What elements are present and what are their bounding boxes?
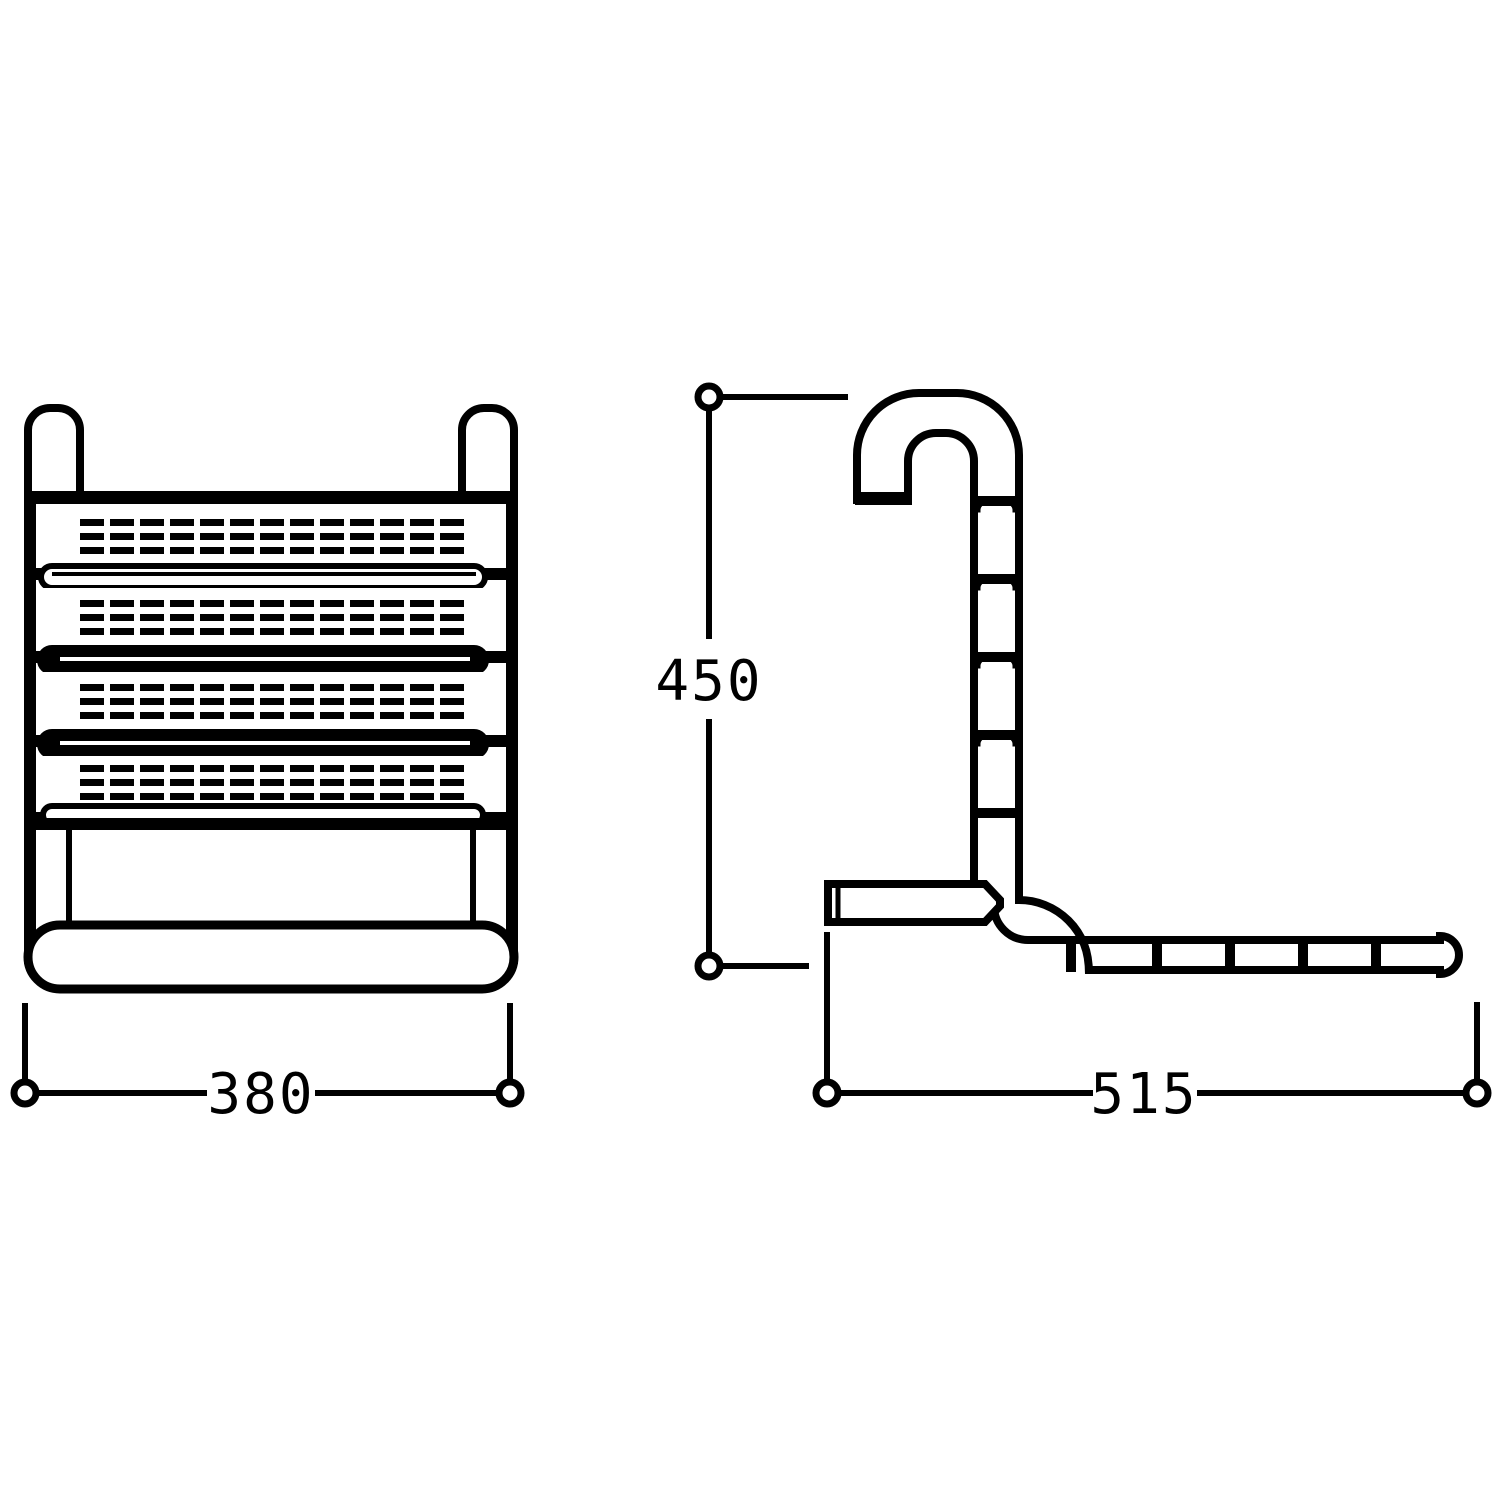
front-view-panel-3 — [36, 672, 506, 738]
perf-row — [80, 684, 464, 691]
side-view-hook-outer — [853, 389, 1023, 504]
perf-row — [80, 765, 464, 772]
column-rung — [974, 652, 1019, 662]
perf-row — [80, 628, 464, 635]
perf-row — [80, 712, 464, 719]
height-terminator-top — [694, 382, 724, 412]
arm-segment-divider — [1298, 938, 1308, 972]
column-rung — [974, 496, 1019, 506]
arm-segment-divider — [1152, 938, 1162, 972]
column-rung — [974, 730, 1019, 740]
dimension-width-380: 380 — [10, 1003, 525, 1127]
perf-row — [80, 779, 464, 786]
perf-row — [80, 600, 464, 607]
perf-row — [80, 547, 464, 554]
side-view-hook-inner — [904, 429, 978, 504]
side-view-column-rungs — [974, 496, 1019, 818]
front-view-panel-2 — [36, 588, 506, 654]
front-view-panel-1 — [36, 504, 506, 570]
panel-2-perforations — [80, 600, 464, 635]
side-view-arm-rounded-end — [1435, 931, 1463, 979]
arm-segment-divider — [1371, 938, 1381, 972]
front-view — [23, 404, 519, 994]
front-view-rail-1 — [24, 563, 518, 591]
front-view-bottom-bumper — [23, 920, 519, 994]
perf-row — [80, 533, 464, 540]
width-dimension-label: 380 — [207, 1062, 314, 1127]
depth-terminator-left — [812, 1078, 842, 1108]
arm-segment-divider — [1066, 938, 1076, 972]
perf-row — [80, 519, 464, 526]
panel-1-perforations — [80, 519, 464, 554]
perf-row — [80, 793, 464, 800]
side-view-mount-stub — [824, 880, 1004, 926]
side-view — [824, 389, 1463, 979]
perf-row — [80, 698, 464, 705]
panel-3-perforations — [80, 684, 464, 719]
side-view-hook-left-tip — [855, 492, 912, 505]
dimension-height-450: 450 — [655, 382, 848, 981]
column-rung — [974, 808, 1019, 818]
front-view-rail-2 — [24, 645, 518, 675]
height-terminator-bottom — [694, 951, 724, 981]
perf-row — [80, 614, 464, 621]
panel-4-perforations — [80, 765, 464, 800]
front-view-right-post — [458, 404, 518, 504]
dimension-depth-515: 515 — [812, 932, 1492, 1127]
height-dimension-label: 450 — [655, 649, 762, 714]
width-terminator-right — [495, 1078, 525, 1108]
side-view-arm-segments — [1066, 938, 1381, 972]
side-view-elbow-outer — [1015, 880, 1094, 975]
front-view-rail-3 — [24, 729, 518, 759]
depth-dimension-label: 515 — [1090, 1062, 1197, 1127]
front-view-left-post — [24, 404, 84, 504]
front-view-top-cap — [24, 491, 518, 504]
column-rung — [974, 574, 1019, 584]
depth-terminator-right — [1462, 1078, 1492, 1108]
side-view-column-corner-hints — [975, 499, 1018, 747]
arm-segment-divider — [1225, 938, 1235, 972]
width-terminator-left — [10, 1078, 40, 1108]
front-view-lower-frame — [24, 818, 518, 938]
